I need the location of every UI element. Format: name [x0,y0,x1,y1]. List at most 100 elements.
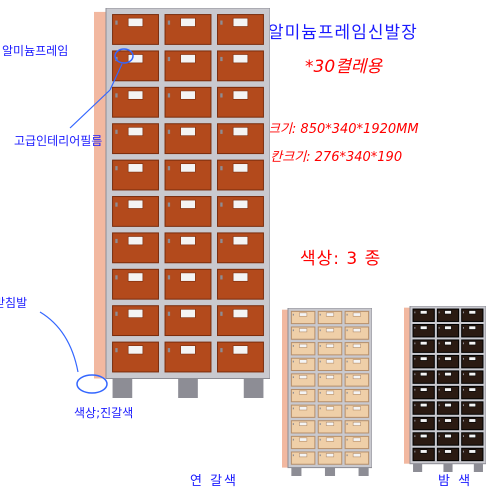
lock-icon [319,423,321,425]
lock-icon [167,202,171,207]
lock-icon [462,357,465,360]
door-label-plate [180,199,196,209]
lock-icon [438,311,440,314]
lock-icon [115,166,118,171]
cabinet-door [317,357,343,371]
cabinet-door [412,432,435,446]
door-label-plate [299,375,308,380]
door-label-plate [325,406,335,411]
lock-icon [220,311,223,316]
lock-icon [438,326,440,329]
door-label-plate [419,449,428,454]
lock-icon [346,454,348,457]
door-label-plate [325,328,335,333]
lock-icon [292,313,294,316]
cabinet-foot [178,378,198,398]
cabinet-door [164,50,212,82]
door-label-plate [299,312,308,317]
door-label-plate [468,325,477,330]
side-panel [282,309,288,468]
lock-icon [319,454,321,457]
cabinet-door [290,326,316,340]
cabinet-door [436,447,460,462]
lock-icon [346,345,348,347]
door-label-plate [419,387,428,392]
door-label-plate [180,272,196,282]
cabinet-door [290,451,316,465]
cabinet-door [290,357,316,371]
door-label-plate [468,387,477,392]
dark-brown-cabinet [404,306,486,472]
light-variant-caption: 연 갈색 [190,474,239,489]
door-label-plate [419,356,428,361]
lock-icon [115,202,118,207]
lock-icon [115,20,118,25]
cabinet-door [412,447,435,462]
door-label-plate [180,308,196,318]
door-label-plate [352,406,361,411]
lock-icon [115,56,118,62]
lock-icon [414,373,416,376]
lock-icon [292,345,294,347]
lock-icon [220,238,223,244]
door-label-plate [444,372,452,377]
cabinet-door [436,324,460,338]
lock-icon [438,342,440,345]
lock-icon [462,435,465,437]
cabinet-door [436,385,460,400]
lock-icon [115,238,118,244]
door-label-plate [299,328,308,333]
lock-icon [292,329,294,332]
lock-icon [346,329,348,332]
door-label-plate [325,375,335,380]
lock-icon [414,419,416,422]
door-label-plate [232,308,249,318]
cabinet-foot [473,463,483,472]
door-label-plate [352,328,361,333]
cabinet-door [436,354,460,369]
cabinet-door [317,310,343,325]
door-label-plate [299,421,308,426]
foot-callout-label: 받침발 [0,296,28,310]
cabinet-door [290,435,316,450]
cabinet-foot [443,463,453,472]
lock-icon [292,376,294,379]
cabinet-door [344,373,370,387]
cell-size-text: 1칸크기: 276*340*190 [262,150,403,165]
lock-icon [414,435,416,437]
light-brown-cabinet [282,308,372,476]
door-label-plate [180,54,196,64]
door-label-plate [325,453,335,458]
cabinet-door [412,370,435,384]
lock-icon [167,275,171,280]
cabinet-door [344,310,370,325]
lock-icon [462,404,465,407]
color-callout-label: 색상;진갈색 [74,406,134,420]
lock-icon [346,313,348,316]
door-label-plate [419,310,428,315]
lock-icon [414,311,416,314]
cabinet-door [436,416,460,431]
door-label-plate [468,403,477,408]
lock-icon [462,419,465,422]
lock-icon [319,407,321,410]
door-label-plate [352,390,361,395]
door-label-plate [299,359,308,364]
door-label-plate [325,312,335,317]
lock-icon [292,391,294,394]
lock-icon [414,326,416,329]
lock-icon [346,376,348,379]
door-label-plate [352,421,361,426]
lock-icon [319,376,321,379]
lock-icon [319,313,321,316]
side-panel [94,11,106,379]
door-label-plate [299,453,308,458]
lock-icon [115,348,118,353]
door-label-plate [180,345,196,355]
door-label-plate [180,163,196,173]
door-label-plate [352,343,361,348]
door-label-plate [468,372,477,377]
cabinet-door [317,404,343,418]
cabinet-door [317,326,343,340]
lock-icon [462,326,465,329]
